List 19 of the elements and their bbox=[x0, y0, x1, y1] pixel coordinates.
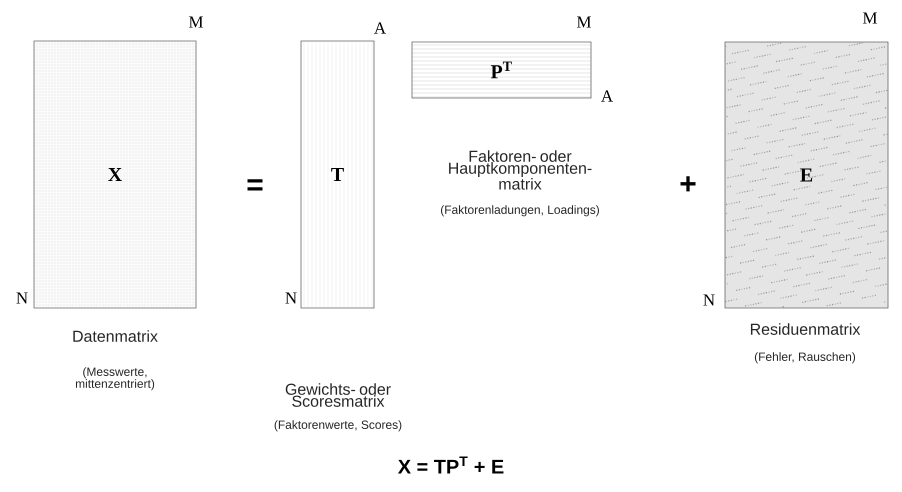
matrix-box: E bbox=[724, 42, 888, 308]
caption-text: Gewichts- oder Scoresmatrix bbox=[286, 383, 391, 407]
caption-text: (Faktorenladungen, Loadings) bbox=[440, 205, 599, 216]
matrix-box: T bbox=[300, 40, 374, 308]
caption-text: Datenmatrix bbox=[73, 330, 158, 342]
operator-sign: + bbox=[680, 176, 696, 192]
operator-sign: = bbox=[248, 179, 263, 191]
caption-text: Faktoren- oder Hauptkomponenten- matrix bbox=[449, 150, 592, 190]
dimension-label: A bbox=[601, 90, 613, 102]
dimension-label: M bbox=[188, 16, 204, 28]
caption-text: Residuenmatrix bbox=[750, 323, 860, 335]
matrix-box: P$^{T}$ bbox=[412, 42, 592, 98]
dimension-label: M bbox=[862, 12, 878, 24]
matrix-box: X bbox=[34, 40, 196, 308]
equation-caption: X = TP$^{T}$ + E bbox=[398, 456, 504, 474]
dimension-label: A bbox=[374, 22, 386, 34]
caption-text: (Messwerte, mittenzentriert) bbox=[76, 367, 154, 390]
caption-text: (Fehler, Rauschen) bbox=[754, 352, 856, 364]
caption-text: (Faktorenwerte, Scores) bbox=[274, 420, 402, 432]
